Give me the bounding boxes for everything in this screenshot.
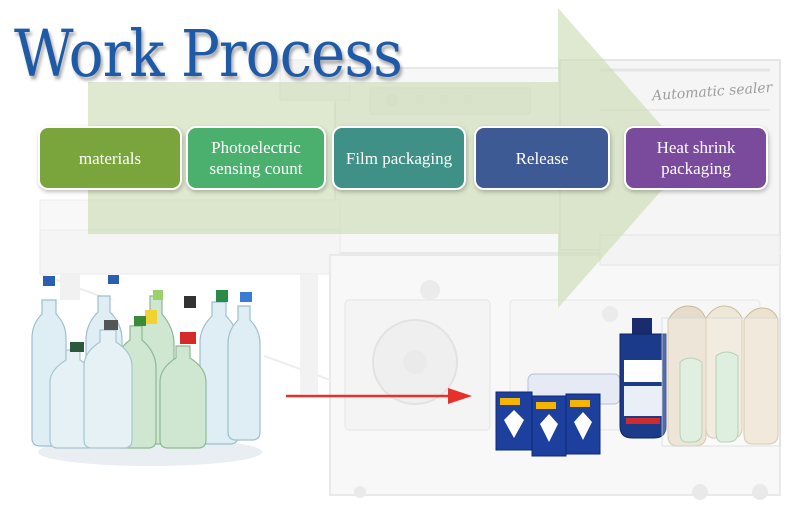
step-film-packaging: Film packaging (332, 126, 466, 190)
wrapped-shampoo-bottle (619, 318, 667, 439)
process-steps: materials Photoelectric sensing count Fi… (0, 0, 800, 200)
page-title: Work Process (14, 15, 403, 92)
step-photoelectric-sensing-count: Photoelectric sensing count (186, 126, 326, 190)
flow-arrow-red (286, 388, 472, 404)
step-materials: materials (38, 126, 182, 190)
raw-bottles-image (31, 275, 264, 468)
packed-product-boxes (495, 373, 621, 457)
step-release: Release (474, 126, 610, 190)
step-heat-shrink-packaging: Heat shrink packaging (624, 126, 768, 190)
shrink-wrapped-bottles (661, 305, 781, 447)
